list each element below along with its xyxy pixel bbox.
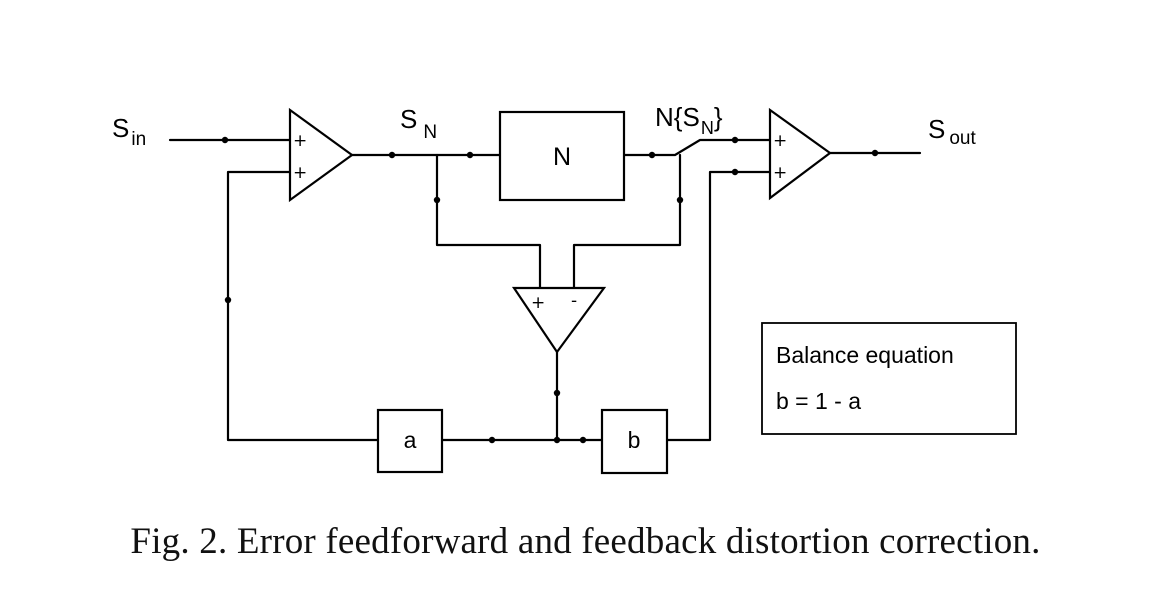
error-amplifier: + -: [511, 286, 607, 354]
dot: [731, 168, 739, 176]
dot: [433, 196, 441, 204]
input-amp-plus-2: +: [293, 163, 307, 183]
dot: [676, 196, 684, 204]
balance-equation-title: Balance equation: [776, 342, 954, 368]
dot: [579, 436, 587, 444]
dot: [488, 436, 496, 444]
error-amp-plus: +: [531, 293, 545, 313]
label-n-of-sn: N{SN}: [655, 102, 723, 138]
wire-feedback-up: [226, 170, 380, 442]
junction-dots: [221, 136, 879, 444]
output-amplifier: + +: [768, 107, 832, 201]
a-block: a: [376, 408, 444, 474]
figure-caption: Fig. 2. Error feedforward and feedback d…: [130, 521, 1041, 562]
n-block-label: N: [553, 143, 571, 171]
dot: [553, 389, 561, 397]
error-amp-minus: -: [571, 291, 577, 311]
b-block-label: b: [628, 427, 641, 453]
balance-equation-formula: b = 1 - a: [776, 388, 861, 414]
dot: [466, 151, 474, 159]
wire-n-to-out-amp: [622, 138, 772, 157]
wire-feedforward: [665, 170, 772, 442]
output-amp-plus-1: +: [773, 131, 787, 151]
dot: [224, 296, 232, 304]
n-block: N: [498, 110, 626, 202]
dot: [553, 436, 561, 444]
dot: [221, 136, 229, 144]
balance-equation-box: Balance equation b = 1 - a: [761, 322, 1017, 435]
dot: [871, 149, 879, 157]
b-block: b: [600, 408, 669, 475]
a-block-label: a: [404, 427, 417, 453]
dot: [648, 151, 656, 159]
dot: [731, 136, 739, 144]
input-amp-plus-1: +: [293, 131, 307, 151]
input-amplifier: + +: [288, 107, 354, 203]
output-amp-plus-2: +: [773, 163, 787, 183]
dot: [388, 151, 396, 159]
